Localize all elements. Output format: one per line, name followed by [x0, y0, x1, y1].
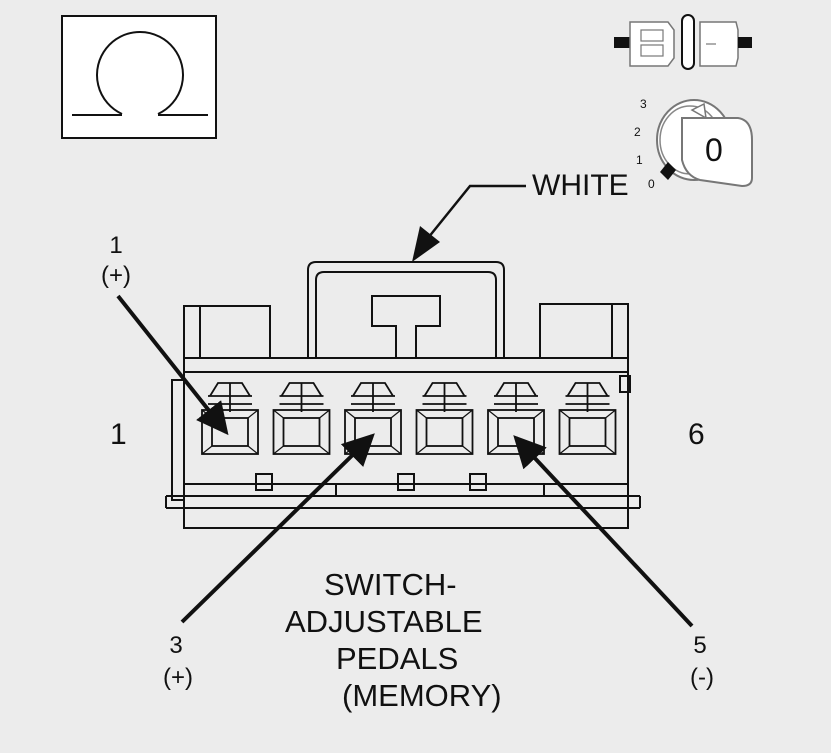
white-arrowhead: [412, 226, 440, 262]
ignition-pos-1: 1: [636, 153, 643, 167]
connector-title-line-2: ADJUSTABLE: [285, 604, 483, 639]
white-leader-line: [427, 184, 526, 239]
connector-housing: [165, 261, 641, 529]
cavity-4: [415, 382, 474, 455]
cavity-5: [487, 382, 545, 455]
cavity-3: [344, 382, 402, 455]
ignition-pos-2: 2: [634, 125, 641, 139]
pin-5-polarity: (-): [690, 664, 714, 691]
cavity-1: [201, 382, 259, 455]
ignition-pos-3: 3: [640, 97, 647, 111]
pin-1-number: 1: [109, 232, 123, 259]
connector-color-label: WHITE: [532, 169, 629, 202]
pin-3-polarity: (+): [163, 664, 193, 691]
pin-3-number: 3: [169, 632, 183, 659]
pin-cavities: [201, 382, 617, 455]
ohm-icon: [61, 15, 217, 139]
pin-3-leader: [180, 433, 375, 624]
pin-5-leader: [513, 435, 694, 628]
disconnected-connector-icon: [614, 14, 752, 70]
connector-title-line-3: PEDALS: [336, 641, 459, 676]
ignition-key-icon: [656, 99, 753, 188]
cavity-end-left: 1: [110, 418, 127, 451]
connector-title-line-4: (MEMORY): [342, 678, 502, 713]
pin-1-polarity: (+): [101, 262, 131, 289]
cavity-6: [558, 382, 617, 455]
cavity-2: [272, 382, 331, 455]
ignition-pos-0: 0: [648, 177, 655, 191]
connector-title-line-1: SWITCH-: [324, 567, 457, 602]
pin-1-leader: [116, 294, 229, 436]
pin-5-number: 5: [693, 632, 707, 659]
cavity-end-right: 6: [688, 418, 705, 451]
ignition-key-position: 0: [705, 132, 723, 168]
